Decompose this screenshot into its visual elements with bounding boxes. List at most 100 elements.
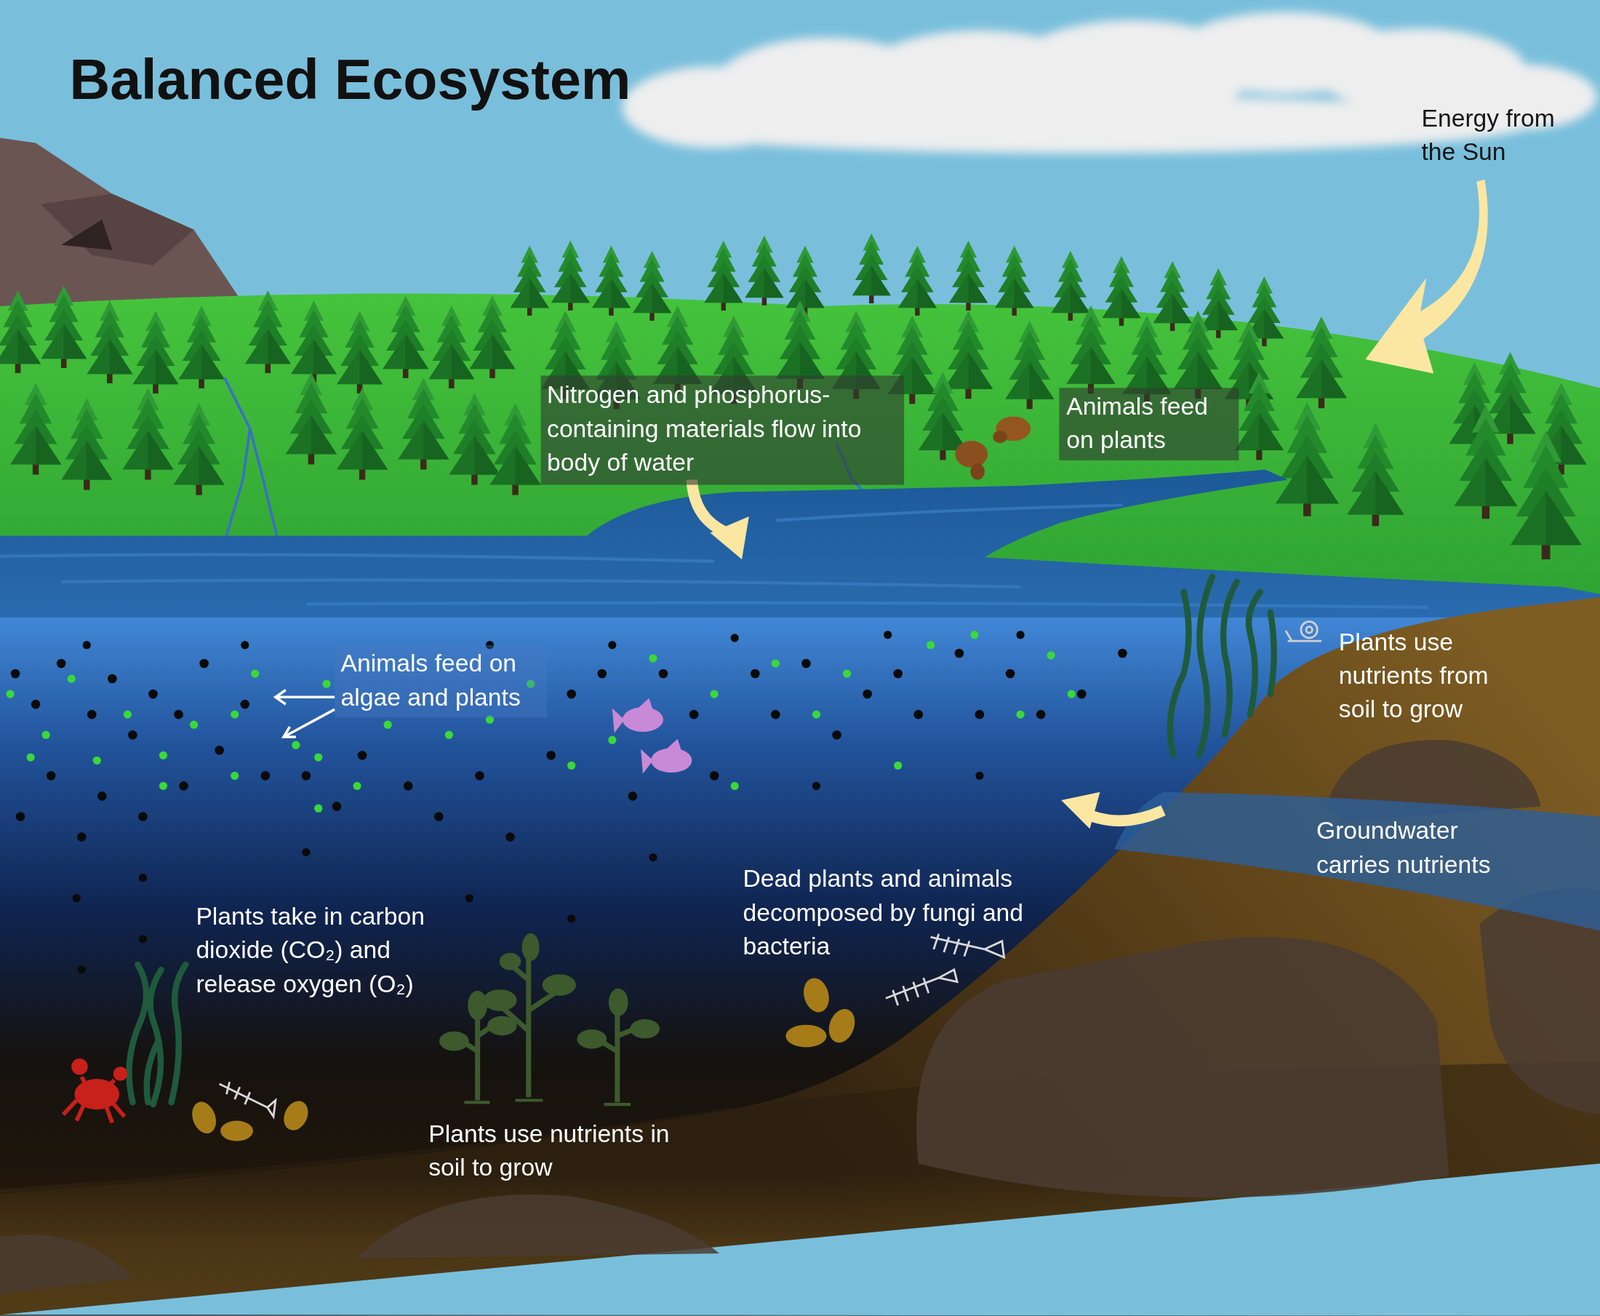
sun-arrow-part (1365, 179, 1488, 374)
algae-dots-part (352, 781, 361, 790)
plankton-dots-part (628, 791, 638, 801)
plankton-dots-part (138, 934, 147, 943)
middle-trees-part (1005, 320, 1054, 409)
algae-dots-part (1067, 689, 1076, 698)
water-ripples-part (61, 579, 1021, 587)
plankton-dots-part (812, 781, 821, 790)
plankton-dots-part (16, 811, 26, 822)
back-trees-part (1152, 261, 1192, 331)
seaweed-part (150, 969, 162, 1104)
bottom-plants-part (499, 949, 559, 1097)
plankton-dots-part (77, 965, 86, 974)
middle-trees-part (1234, 371, 1284, 460)
fish-skeletons-part (885, 969, 958, 1006)
middle-trees-part (944, 310, 993, 399)
algae-dots-part (970, 630, 979, 639)
bottom-plants-part (499, 952, 520, 969)
back-trees (510, 233, 1285, 347)
rocks-part (916, 936, 1449, 1198)
left-trees (0, 285, 542, 495)
plankton-dots-part (658, 669, 669, 679)
back-trees-part (898, 245, 937, 316)
bottom-plants-part (630, 1019, 659, 1038)
dead-leaves-part (220, 1120, 254, 1142)
algae-dots-part (608, 736, 616, 744)
left-trees-part (290, 300, 337, 384)
streams-part (224, 377, 251, 536)
seaweed-part (1270, 612, 1275, 694)
algae-dots-part (42, 730, 51, 739)
algae-dots-part (1047, 650, 1056, 659)
water-ripples-part (0, 554, 715, 561)
plankton-dots (10, 630, 1128, 974)
plankton-dots-part (403, 781, 414, 791)
bottom-plants-part (440, 1031, 469, 1050)
mountain-part (61, 219, 112, 251)
seaweed-part (146, 1040, 159, 1102)
plankton-dots-part (1036, 709, 1046, 720)
plankton-dots-part (301, 848, 310, 856)
annotation-label: Dead plants and animals decomposed by fu… (742, 861, 1039, 963)
bears-part (954, 440, 988, 467)
diagram-title: Balanced Ecosystem (69, 47, 631, 113)
bears-part (970, 463, 985, 480)
nutrient-arrow-part (710, 516, 750, 560)
back-trees-part (744, 235, 784, 306)
right-trees-part (1346, 423, 1405, 526)
dead-leaves-part (187, 1098, 220, 1137)
fish-part (650, 747, 692, 773)
bottom-plants-part (592, 1005, 643, 1102)
algae-dots-part (123, 710, 132, 719)
back-trees-part (704, 240, 743, 311)
bears (954, 416, 1031, 480)
fish-skeletons-part (219, 1081, 276, 1117)
plankton-dots-part (1005, 669, 1016, 679)
nutrient-arrow (691, 479, 750, 559)
crab-part (113, 1066, 128, 1081)
plankton-dots-part (597, 669, 607, 679)
fish-part (637, 698, 654, 711)
seaweed-part (171, 964, 187, 1102)
left-trees-part (382, 295, 429, 379)
algae-dots-part (93, 756, 102, 765)
middle-trees-part (1066, 305, 1115, 394)
left-trees-part (397, 377, 449, 470)
soil (0, 597, 1600, 1316)
plankton-dots-part (97, 791, 107, 801)
sun-arrow (1365, 179, 1488, 374)
plankton-dots-part (332, 801, 342, 811)
algae-dots-part (314, 752, 323, 761)
callout-text: Nitrogen and phosphorus-containing mater… (546, 377, 894, 479)
annotation-label: Plants take in carbon dioxide (CO₂) and … (195, 898, 474, 1000)
bottom-plants-part (483, 989, 517, 1011)
bottom-plants-part (542, 974, 576, 995)
plankton-dots-part (138, 873, 147, 882)
fish-part (612, 708, 625, 734)
plankton-dots-part (301, 770, 312, 781)
left-trees-part (489, 402, 541, 495)
back-trees-part (949, 240, 988, 311)
left-trees-part (132, 310, 179, 394)
cloud-part (632, 96, 1531, 154)
plankton-dots-part (138, 811, 148, 822)
callout-box: Nitrogen and phosphorus-containing mater… (541, 375, 904, 485)
plankton-dots-part (72, 893, 81, 902)
plankton-dots-part (770, 709, 781, 720)
bottom-plants-part (468, 990, 487, 1019)
plankton-dots-part (709, 770, 720, 781)
plankton-dots-part (689, 709, 699, 720)
plankton-dots-part (240, 699, 250, 710)
algae-dots-part (5, 689, 14, 698)
fish-part (622, 706, 664, 732)
plankton-dots-part (173, 709, 184, 720)
algae-dots-part (159, 781, 168, 790)
groundwater-arrow (1061, 792, 1163, 830)
feeding-arrows-part (275, 689, 335, 704)
plankton-dots-part (954, 648, 965, 659)
bottom-plants-part (522, 933, 539, 960)
left-trees-part (428, 305, 475, 389)
snail-part (1301, 621, 1318, 638)
plankton-dots-part (82, 640, 91, 649)
